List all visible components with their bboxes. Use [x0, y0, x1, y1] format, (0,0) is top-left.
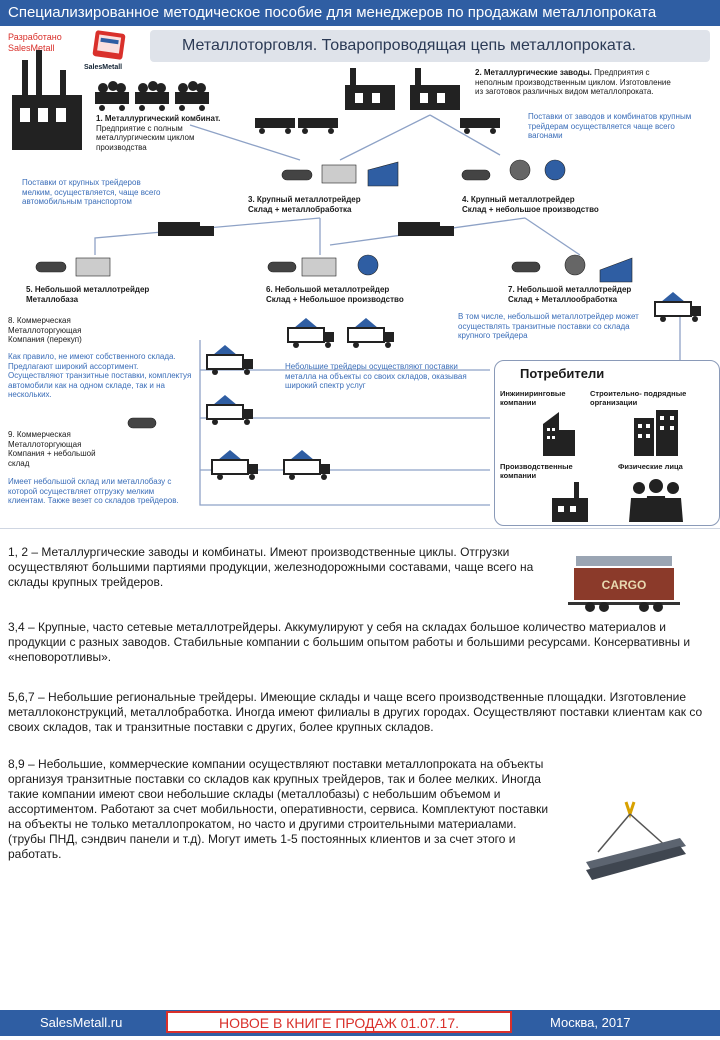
credit-line-1: Разработано: [8, 32, 62, 42]
node-8: 8. Коммерческая Металлоторгующая Компани…: [8, 316, 82, 344]
section-divider: [0, 528, 720, 529]
apartment-building-icon: [634, 410, 678, 456]
salesmetall-logo: [92, 30, 126, 60]
consumers-title: Потребители: [520, 366, 605, 381]
node-2: 2. Металлургические заводы. Предприятия …: [475, 68, 671, 96]
consumer-engineering: Инжиниринговые компании: [500, 389, 566, 407]
ore-wagons-icon: [95, 81, 209, 111]
node-7-note: В том числе, небольшой металлотрейдер мо…: [458, 312, 639, 340]
footer-city-year: Москва, 2017: [550, 1015, 631, 1030]
cargo-wagon-image: CARGO: [568, 556, 680, 612]
people-icon: [629, 479, 683, 522]
paragraph-3-4: 3,4 – Крупные, часто сетевые металлотрей…: [8, 620, 691, 664]
rail-cars-icon: [255, 118, 500, 134]
page-title: Металлоторговля. Товаропроводящая цепь м…: [150, 30, 710, 62]
arrow-1-to-3: [189, 124, 301, 161]
node-9-note: Имеет небольшой склад или металлобазу с …: [8, 477, 179, 505]
footer-site-link[interactable]: SalesMetall.ru: [40, 1015, 123, 1030]
small-traders-note: Небольшие трейдеры осуществляют поставки…: [285, 362, 467, 390]
logo-label: SalesMetall: [84, 64, 123, 71]
consumers-box: [494, 360, 720, 526]
top-title-bar: Специализированное методическое пособие …: [0, 0, 720, 26]
dump-truck-icons: [206, 292, 701, 480]
arrow-4-to-7: [524, 217, 581, 256]
line-left-trunk: [199, 340, 490, 506]
paragraph-8-9: 8,9 – Небольшие, коммерческие компании о…: [8, 757, 549, 861]
credit-line-2: SalesMetall: [8, 43, 55, 53]
truck-icons: [158, 222, 454, 236]
node-8-note: Как правило, не имеют собственного склад…: [8, 352, 192, 399]
arrow-2-to-4: [429, 114, 501, 156]
note-auto: Поставки от крупных трейдеров мелким, ос…: [22, 178, 161, 206]
metal-products-icons: [35, 159, 633, 429]
note-wagons: Поставки от заводов и комбинатов крупным…: [528, 112, 692, 140]
node-9: 9. Коммерческая Металлоторгующая Компани…: [8, 430, 96, 468]
office-building-icon: [543, 412, 575, 456]
consumer-persons: Физические лица: [618, 462, 683, 471]
metallurgical-plants-icon: [345, 68, 460, 110]
paragraph-5-6-7: 5,6,7 – Небольшие региональные трейдеры.…: [8, 690, 703, 734]
arrow-2-to-3: [339, 114, 431, 161]
metallurgical-plant-icon: [12, 50, 82, 150]
factory-icon: [552, 482, 588, 522]
paragraph-1-2: 1, 2 – Металлургические заводы и комбина…: [8, 545, 534, 589]
consumer-production: Производственные компании: [500, 462, 573, 480]
footer-news-banner: НОВОЕ В КНИГЕ ПРОДАЖ 01.07.17.: [166, 1011, 512, 1033]
node-1: 1. Металлургический комбинат. Предприяти…: [96, 114, 221, 152]
wagon-label: CARGO: [602, 578, 647, 592]
crane-beam-image: [586, 801, 686, 880]
consumer-construction: Строительно- подрядные организации: [590, 389, 687, 407]
arrow-3-to-5: [94, 217, 321, 255]
supply-chain-diagram: [12, 50, 701, 506]
